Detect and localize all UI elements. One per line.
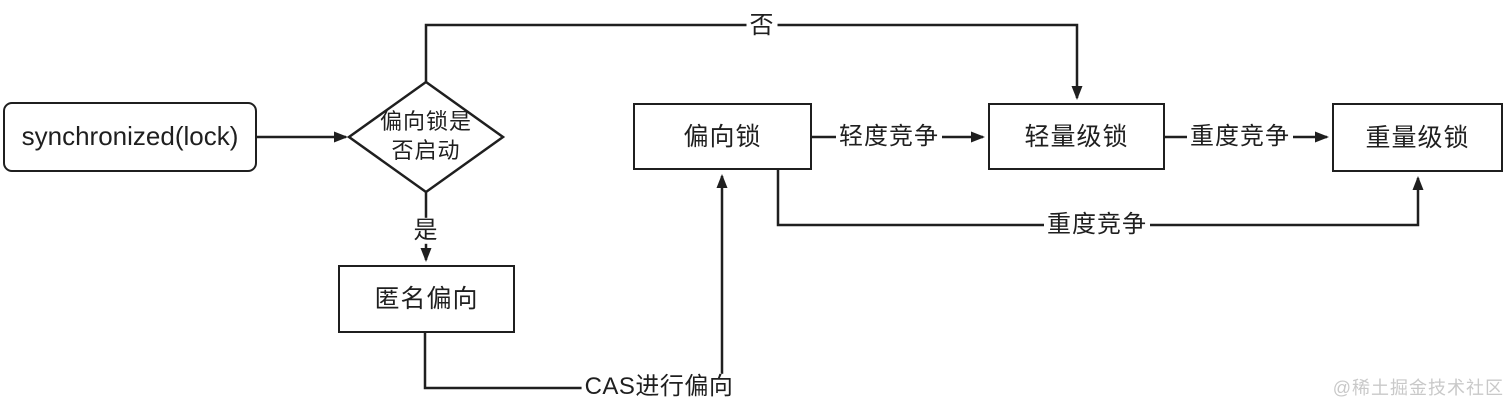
node-biased-lock-label: 偏向锁: [683, 122, 762, 151]
watermark: @稀土掘金技术社区: [1332, 378, 1504, 398]
node-synchronized-lock: synchronized(lock): [3, 102, 257, 172]
connector-anonymous-to-biased-cas: [423, 174, 728, 390]
edge-label-heavy-contention-upper: 重度竞争: [1187, 123, 1293, 151]
edge-label-cas-bias: CAS进行偏向: [581, 373, 737, 401]
node-anonymous-bias-label: 匿名偏向: [374, 285, 479, 313]
decision-diamond-shape: [346, 80, 506, 194]
edge-label-light-contention: 轻度竞争: [836, 123, 942, 151]
node-decision-biased-enabled: 偏向锁是 否启动: [349, 82, 503, 192]
edge-label-heavy-contention-lower: 重度竞争: [1044, 211, 1150, 239]
node-synchronized-lock-label: synchronized(lock): [21, 121, 239, 152]
node-anonymous-bias: 匿名偏向: [338, 265, 515, 333]
decision-label-line2: 否启动: [391, 138, 461, 163]
node-lightweight-lock-label: 轻量级锁: [1024, 122, 1129, 151]
edge-label-yes: 是: [410, 217, 442, 245]
edge-label-no: 否: [746, 12, 778, 40]
node-heavyweight-lock-label: 重量级锁: [1365, 123, 1470, 152]
node-lightweight-lock: 轻量级锁: [988, 103, 1165, 170]
decision-label-line1: 偏向锁是: [379, 109, 472, 135]
node-heavyweight-lock: 重量级锁: [1332, 103, 1503, 172]
node-biased-lock: 偏向锁: [633, 103, 812, 170]
